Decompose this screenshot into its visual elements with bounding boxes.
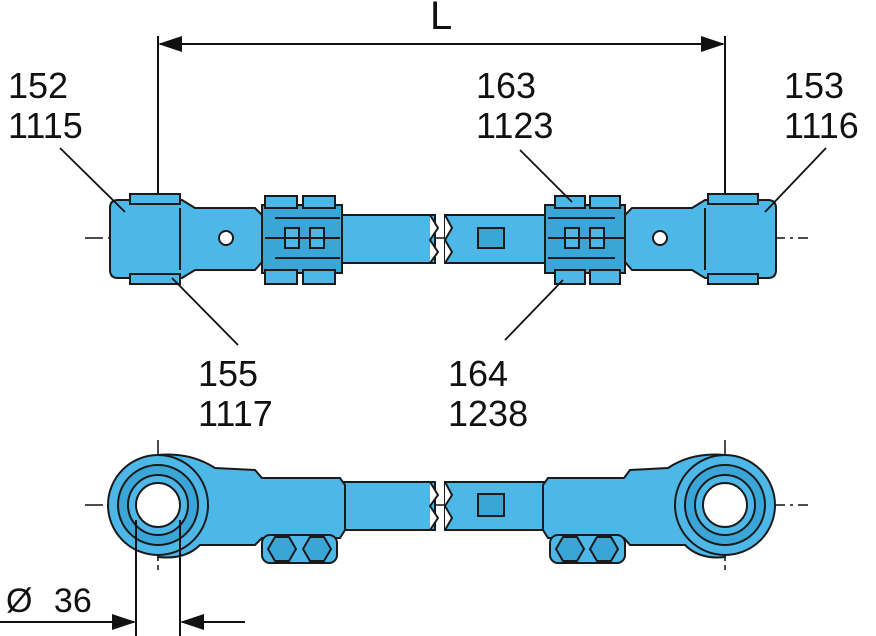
diameter-symbol: Ø bbox=[6, 582, 33, 620]
bottom-left-rod-end bbox=[107, 453, 440, 564]
callout-number: 155 bbox=[198, 353, 259, 394]
callout-code: 1238 bbox=[448, 393, 529, 434]
bottom-right-rod-end bbox=[443, 453, 776, 564]
diameter-label: Ø 36 bbox=[6, 582, 92, 621]
callout-right-clamp-bottom: 164 1238 bbox=[448, 354, 528, 434]
callout-left-clamp: 155 1117 bbox=[198, 354, 273, 434]
top-left-rod-end bbox=[109, 193, 440, 285]
leader-lines bbox=[59, 147, 827, 346]
callout-code: 1117 bbox=[198, 393, 273, 434]
callout-right-rod-end: 153 1116 bbox=[784, 66, 859, 146]
callout-number: 153 bbox=[784, 65, 845, 106]
length-label: L bbox=[430, 0, 453, 38]
callout-code: 1116 bbox=[784, 105, 859, 146]
callout-right-clamp-top: 163 1123 bbox=[476, 66, 553, 146]
callout-number: 163 bbox=[476, 65, 537, 106]
top-right-rod-end bbox=[443, 193, 777, 285]
callout-number: 164 bbox=[448, 353, 509, 394]
callout-code: 1123 bbox=[476, 105, 554, 146]
callout-code: 1115 bbox=[8, 105, 83, 146]
callout-left-rod-end: 152 1115 bbox=[8, 66, 83, 146]
diameter-dimension bbox=[0, 520, 245, 636]
diameter-value: 36 bbox=[53, 582, 92, 620]
callout-number: 152 bbox=[8, 65, 69, 106]
